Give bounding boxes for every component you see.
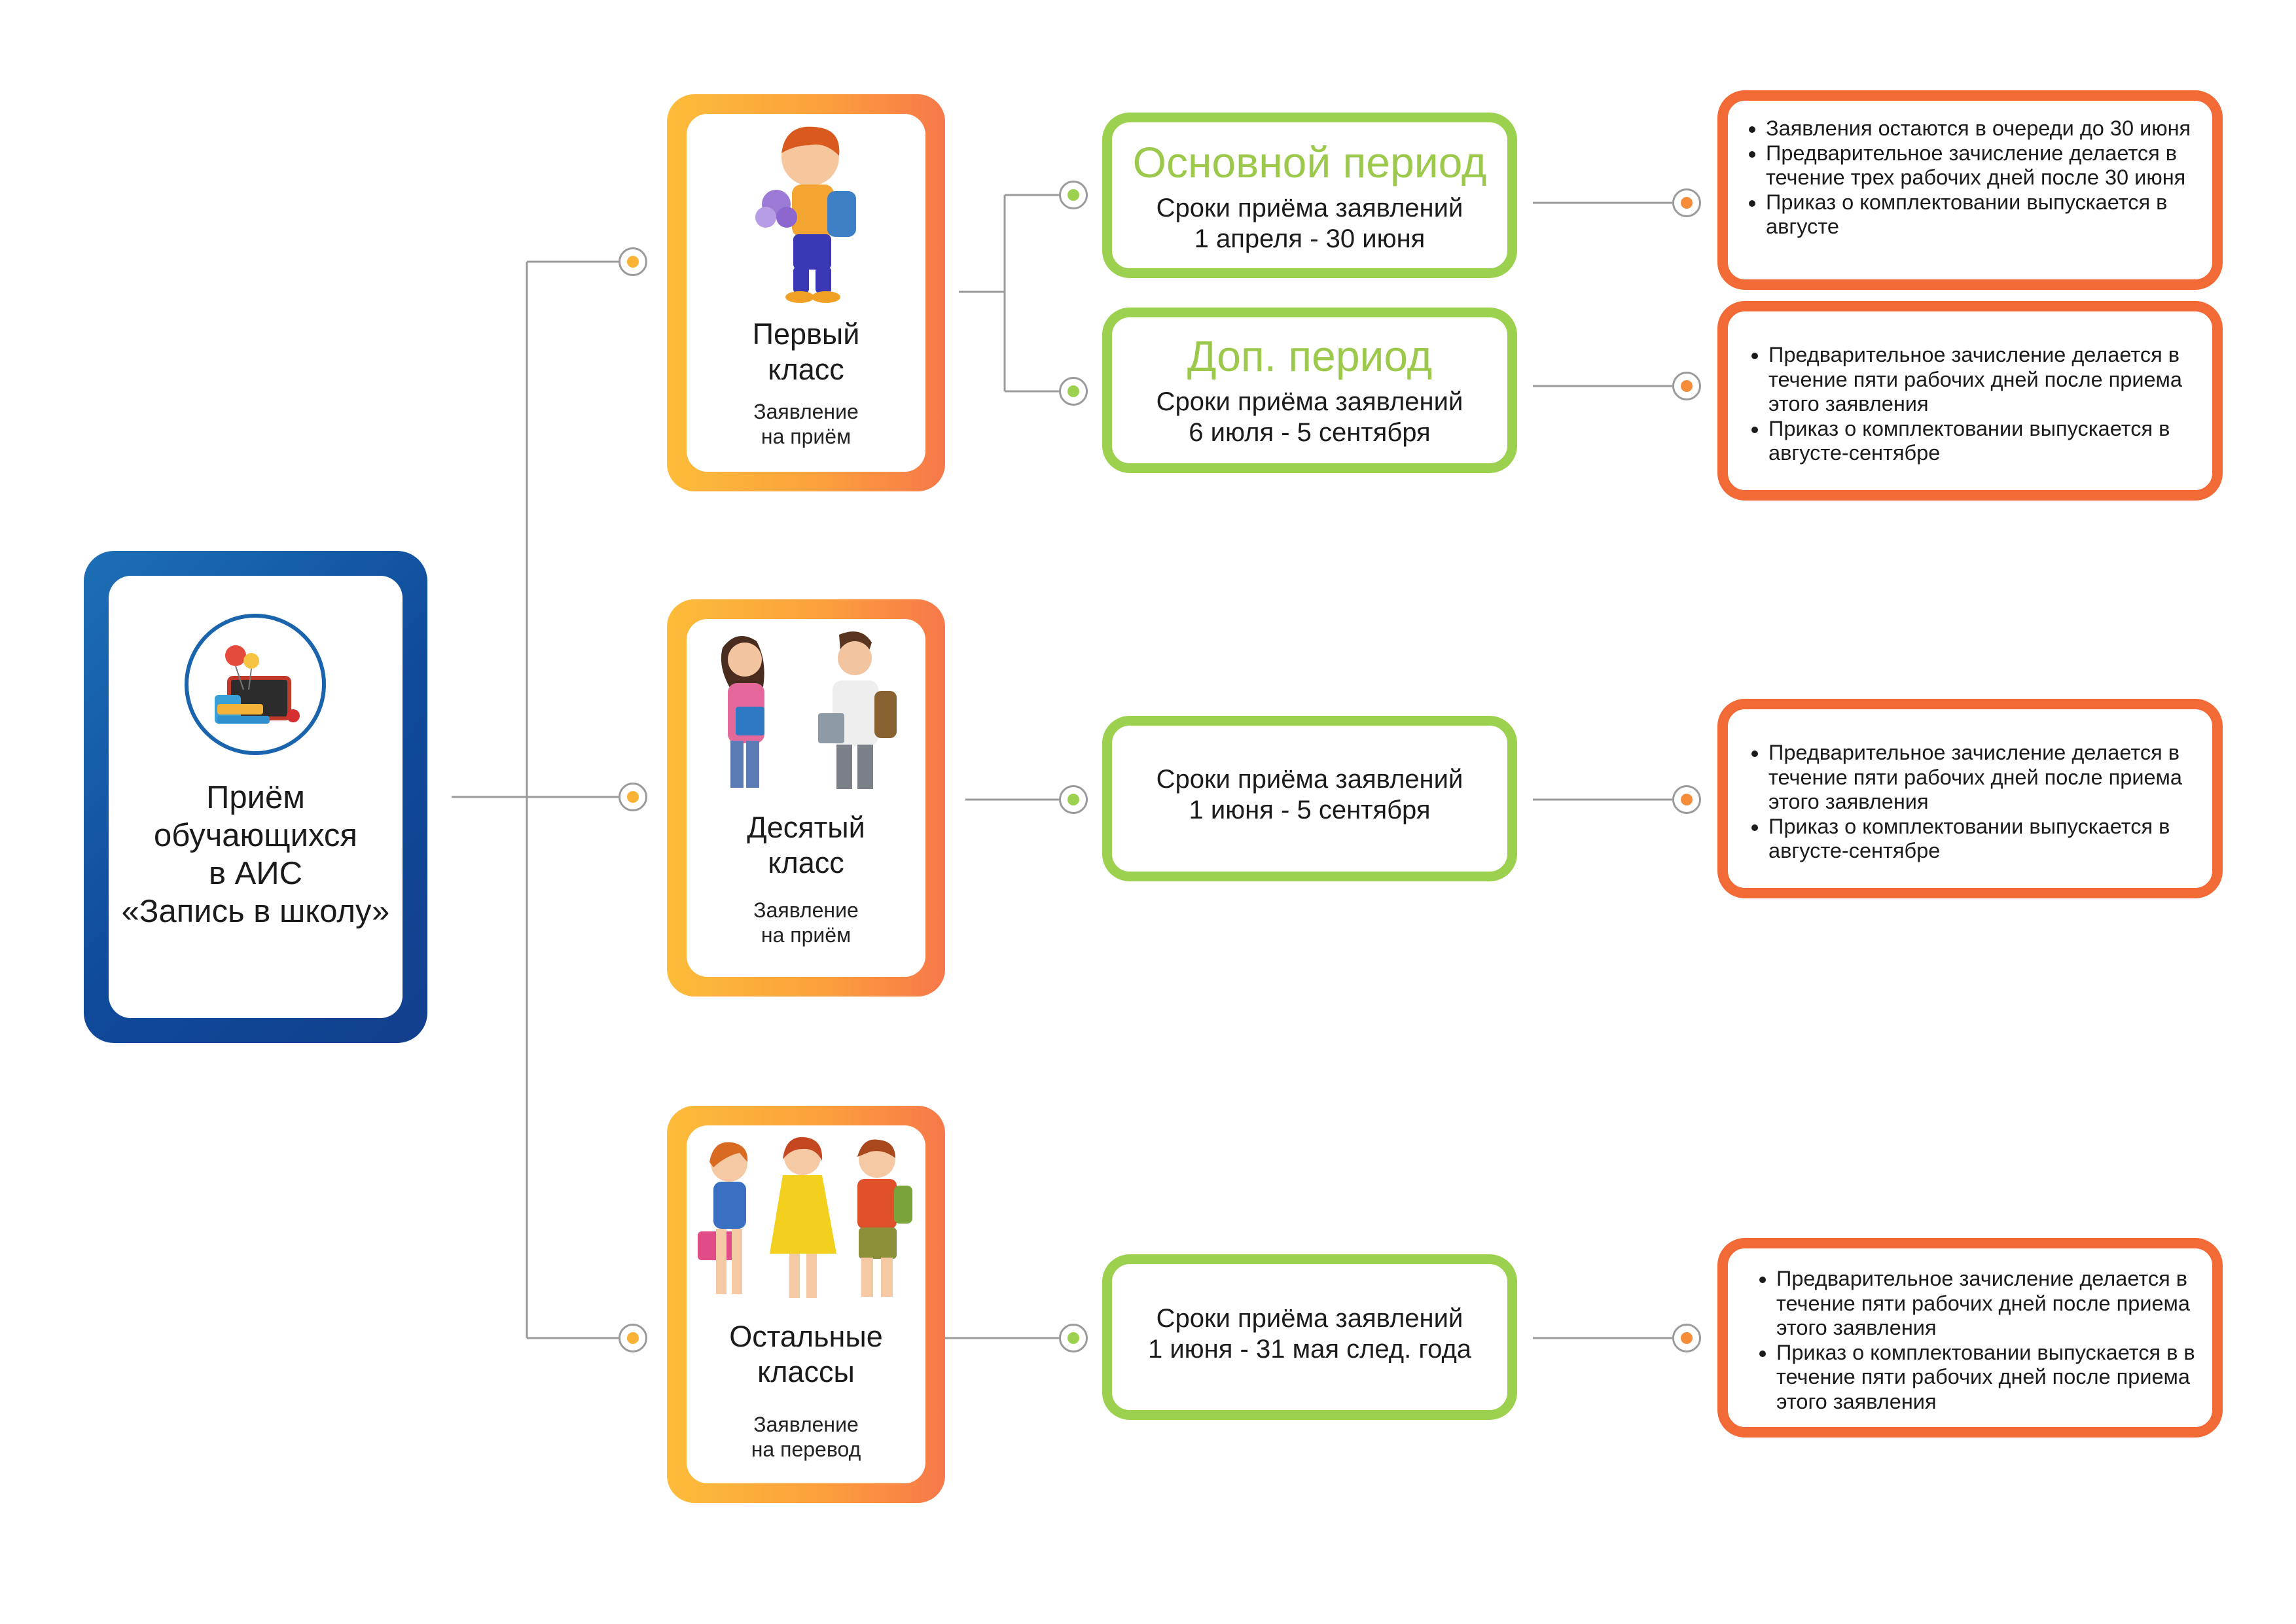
period-line: Сроки приёма заявлений xyxy=(1156,387,1463,416)
info-item: Заявления остаются в очереди до 30 июня xyxy=(1766,116,2212,141)
teenagers-icon xyxy=(711,628,907,792)
connector-dot xyxy=(619,1324,647,1352)
grade-title-line: Первый xyxy=(752,317,860,351)
root-title-line: обучающихся xyxy=(154,818,357,853)
grade-title-line: Остальные xyxy=(729,1320,883,1353)
period-heading: Основной период xyxy=(1132,138,1487,186)
grade-title-line: Десятый xyxy=(747,811,865,844)
info-card: Заявления остаются в очереди до 30 июня … xyxy=(1717,90,2223,290)
grade-subtitle-line: Заявление xyxy=(753,400,859,423)
info-card: Предварительное зачисление делается в те… xyxy=(1717,1238,2223,1438)
period-card-main: Основной период Сроки приёма заявлений 1… xyxy=(1102,113,1517,278)
period-line: 1 апреля - 30 июня xyxy=(1194,224,1426,253)
grade-subtitle-line: на приём xyxy=(761,923,852,947)
grade-subtitle-line: на перевод xyxy=(751,1438,861,1461)
root-title-line: Приём xyxy=(206,780,305,815)
children-icon xyxy=(694,1133,919,1310)
grade-subtitle: Заявление на приём xyxy=(687,399,925,449)
info-card: Предварительное зачисление делается в те… xyxy=(1717,699,2223,898)
info-card: Предварительное зачисление делается в те… xyxy=(1717,301,2223,501)
connector-dot xyxy=(1059,1324,1088,1352)
grade-title: Остальные классы xyxy=(687,1319,925,1390)
period-line: Сроки приёма заявлений xyxy=(1156,765,1463,794)
root-title-line: в АИС xyxy=(209,856,302,891)
connector-dot xyxy=(1672,372,1701,400)
info-item: Предварительное зачисление делается в те… xyxy=(1776,1267,2212,1341)
grade-subtitle-line: на приём xyxy=(761,425,852,448)
grade-title-line: классы xyxy=(757,1355,855,1388)
connector-dot xyxy=(1672,785,1701,814)
connector-dot xyxy=(619,247,647,276)
info-item: Приказ о комплектовании выпускается в ав… xyxy=(1768,815,2212,864)
grade-title-line: класс xyxy=(768,353,844,386)
info-item: Предварительное зачисление делается в те… xyxy=(1768,343,2212,417)
root-title-line: «Запись в школу» xyxy=(121,894,390,929)
connector-dot xyxy=(1059,377,1088,406)
info-item: Приказ о комплектовании выпускается в ав… xyxy=(1766,190,2212,239)
root-title: Приём обучающихся в АИС «Запись в школу» xyxy=(109,779,403,930)
period-card-extra: Доп. период Сроки приёма заявлений 6 июл… xyxy=(1102,308,1517,473)
grade-title: Десятый класс xyxy=(687,810,925,881)
grade-subtitle: Заявление на перевод xyxy=(687,1412,925,1462)
info-item: Предварительное зачисление делается в те… xyxy=(1768,741,2212,815)
grade-title: Первый класс xyxy=(687,317,925,387)
grade-title-line: класс xyxy=(768,846,844,879)
period-line: Сроки приёма заявлений xyxy=(1156,194,1463,222)
period-card-others: Сроки приёма заявлений 1 июня - 31 мая с… xyxy=(1102,1254,1517,1420)
period-line: 6 июля - 5 сентября xyxy=(1189,418,1431,447)
connector-dot xyxy=(1672,1324,1701,1352)
grade-subtitle: Заявление на приём xyxy=(687,898,925,947)
info-item: Приказ о комплектовании выпускается в в … xyxy=(1776,1341,2212,1415)
period-line: Сроки приёма заявлений xyxy=(1156,1304,1463,1333)
period-line: 1 июня - 5 сентября xyxy=(1189,796,1431,824)
connector-dot xyxy=(1059,785,1088,814)
connector-dot xyxy=(619,783,647,811)
connector-dot xyxy=(1672,188,1701,217)
connector-dot xyxy=(1059,181,1088,209)
period-heading: Доп. период xyxy=(1187,332,1433,380)
info-item: Приказ о комплектовании выпускается в ав… xyxy=(1768,417,2212,466)
period-card-tenth: Сроки приёма заявлений 1 июня - 5 сентяб… xyxy=(1102,716,1517,881)
period-line: 1 июня - 31 мая след. года xyxy=(1147,1335,1472,1364)
info-item: Предварительное зачисление делается в те… xyxy=(1766,141,2212,190)
grade-subtitle-line: Заявление xyxy=(753,898,859,922)
first-grader-icon xyxy=(746,119,870,309)
grade-subtitle-line: Заявление xyxy=(753,1413,859,1436)
school-board-icon xyxy=(185,614,326,755)
